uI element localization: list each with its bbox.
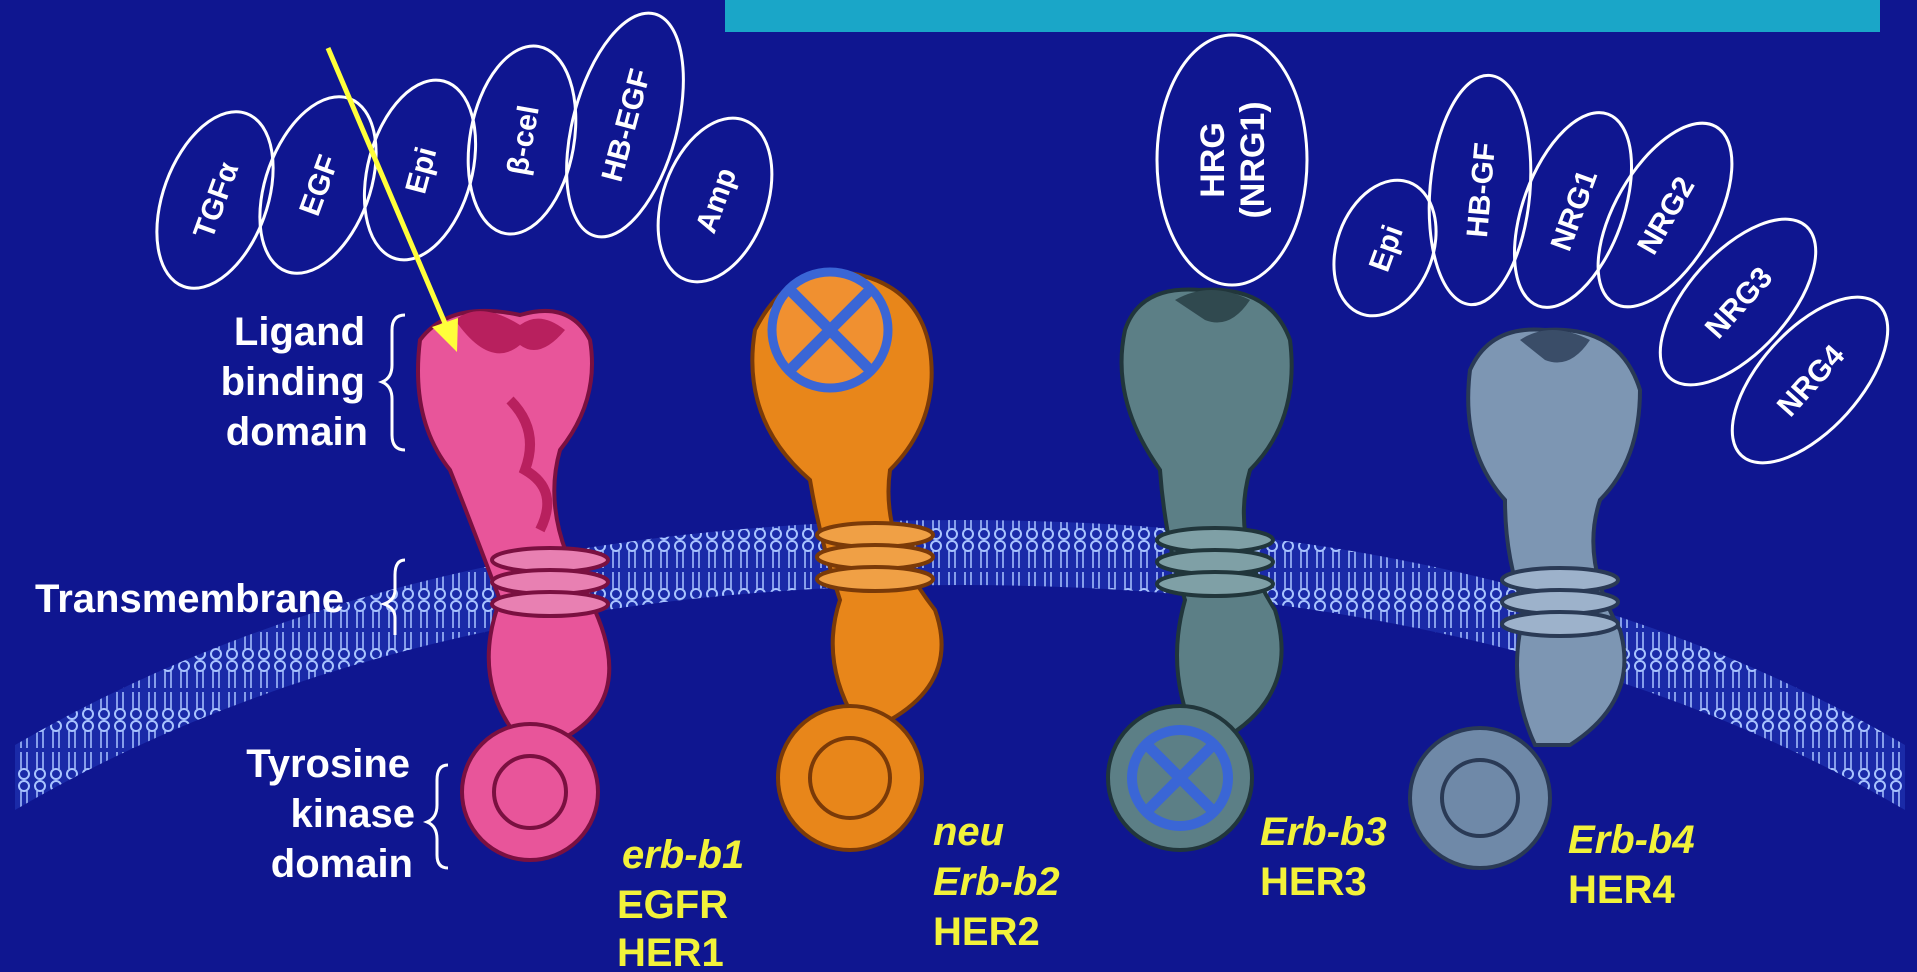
svg-text:Transmembrane: Transmembrane [35,577,344,621]
svg-text:Erb-b2: Erb-b2 [933,860,1060,904]
ligand-hrg: HRG [1194,122,1232,198]
svg-text:binding: binding [221,360,365,404]
label-egfr: erb-b1 EGFR HER1 [617,833,744,972]
svg-text:HER1: HER1 [617,931,724,972]
svg-text:kinase: kinase [290,792,415,836]
svg-text:Erb-b4: Erb-b4 [1568,818,1695,862]
svg-text:Tyrosine: Tyrosine [246,742,410,786]
svg-text:Ligand: Ligand [234,310,365,354]
ligand-binding-domain-label: Ligand binding domain [221,310,405,454]
svg-text:domain: domain [271,842,413,886]
svg-text:neu: neu [933,810,1004,854]
svg-text:EGFR: EGFR [617,883,728,927]
ligand-epi: Epi [399,144,443,198]
label-her4: Erb-b4 HER4 [1568,818,1695,912]
svg-text:HER4: HER4 [1568,868,1675,912]
ligand-nrg2: NRG2 [1631,171,1701,260]
ligand-amp: Amp [690,164,744,238]
ligand-nrg1-paren: (NRG1) [1234,101,1272,218]
svg-text:erb-b1: erb-b1 [622,833,744,877]
label-her3: Erb-b3 HER3 [1260,810,1387,904]
svg-text:HER2: HER2 [933,910,1040,954]
title-banner [725,0,1880,32]
ligand-group-her3: HRG (NRG1) [1157,35,1307,285]
ligand-egf: EGF [293,151,345,220]
ligand-nrg1: NRG1 [1545,166,1605,256]
ligand-beta-cel: β-cel [501,103,546,178]
ligand-hb-gf: HB-GF [1461,141,1502,238]
ligand-nrg3: NRG3 [1699,261,1779,345]
ligand-nrg4: NRG4 [1771,339,1852,423]
ligand-epi-right: Epi [1363,221,1410,276]
blocked-ligand-site-icon [772,272,888,388]
svg-text:domain: domain [226,410,368,454]
ligand-group-left: TGFα EGF Epi β-cel HB-EGF Amp [135,0,793,304]
svg-text:HER3: HER3 [1260,860,1367,904]
ligand-hb-egf: HB-EGF [596,66,658,186]
ligand-tgfa: TGFα [187,158,245,244]
label-her2: neu Erb-b2 HER2 [933,810,1060,954]
pointer-arrow [328,48,458,352]
svg-text:Erb-b3: Erb-b3 [1260,810,1387,854]
tyrosine-kinase-domain-label: Tyrosine kinase domain [246,742,448,886]
